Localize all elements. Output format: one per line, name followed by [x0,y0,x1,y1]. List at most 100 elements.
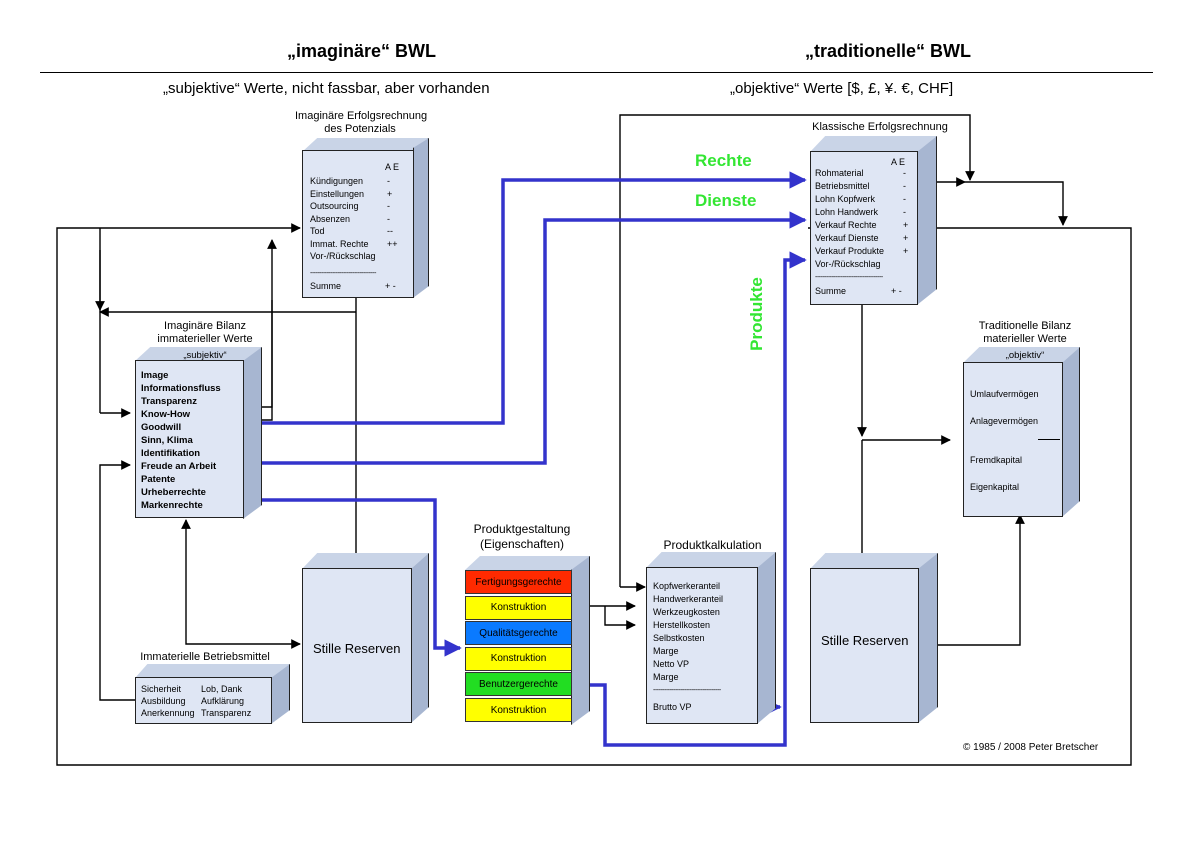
caption-line: Imaginäre Erfolgsrechnung [295,110,428,122]
erfolg-sum-mark: + - [385,281,396,291]
subjektiv-tag: „subjektiv“ [183,350,227,361]
kalk-row: Marge [653,646,679,656]
erfolg-row-mark: - [387,201,390,211]
kalk-row: Handwerkeranteil [653,594,724,604]
bilanz-item: Image [141,370,169,381]
outer-feedback-line [56,227,1132,766]
reserven-left-top [302,553,429,569]
caption-line: immaterieller Werte [157,333,253,345]
caption-imag-bilanz: Imaginäre Bilanz immaterieller Werte [145,320,265,346]
pg-to-kalk-lower [604,606,636,630]
klass-separator: ------------------------------------- [815,274,883,281]
klass-row-mark: - [903,194,906,204]
kalk-row: Kopfwerkeranteil [653,581,721,591]
erfolg-row-mark: - [387,213,390,224]
klass-erfolg-top [810,136,937,152]
kalk-row: Selbstkosten [653,633,705,643]
kalk-row: Netto VP [653,659,690,669]
caption-immat-betrieb: Immaterielle Betriebsmittel [140,651,270,663]
betrieb-item: Aufklärung [201,696,245,706]
erfolg-row-mark: + [387,188,393,199]
pg-top [465,556,590,570]
caption-produktkalkulation: Produktkalkulation [663,538,762,552]
erfolg-row-label: Kündigungen [310,176,364,186]
reserven-right-side [918,553,938,723]
pg-row-2: Konstruktion [465,595,572,620]
trad-bilanz-to-reserven [919,514,1025,650]
klass-to-corner [965,181,1068,226]
klass-row-label: Verkauf Produkte [815,246,885,256]
bilanz-item: Patente [141,474,176,485]
immat-betrieb-top [135,664,290,678]
bilanz-item: Transparenz [141,396,197,407]
trad-bilanz-top [963,347,1080,363]
stille-reserven-right-label: Stille Reserven [821,633,909,648]
erfolg-sum-label: Summe [310,281,342,291]
klass-row-mark: - [903,181,906,191]
bilanz-item: Sinn, Klima [141,435,193,446]
klass-row-mark: + [903,246,909,256]
erfolg-row-label: Absenzen [310,213,351,224]
bilanz-line [1038,439,1060,440]
reserven-left-side [411,553,429,723]
bilanz-item: Freude an Arbeit [141,461,217,472]
copyright-note: © 1985 / 2008 Peter Bretscher [963,742,1099,753]
betrieb-item: Anerkennung [141,708,195,718]
klass-row-label: Lohn Handwerk [815,207,879,217]
betrieb-item: Ausbildung [141,696,186,706]
flow-label-rechte: Rechte [695,151,752,170]
pg-side [571,556,590,725]
bilanz-item: Know-How [141,409,191,420]
klass-loop-top [619,114,975,587]
pg-row-5: Benutzergerechte [465,672,572,697]
klass-sum-label: Summe [815,286,847,296]
imag-bilanz-top [135,347,262,361]
caption-produktgestaltung: Produktgestaltung (Eigenschaften) [462,522,582,552]
imag-bilanz-side [243,347,262,519]
flow-label-produkte: Produkte [746,277,766,351]
erfolg-separator: ------------------------------------ [310,270,376,277]
ae-header: A E [891,157,906,167]
pg-row-4: Konstruktion [465,646,572,671]
klass-row-label: Betriebsmittel [815,181,870,191]
erfolg-row-mark: ++ [387,238,398,249]
heading-imaginaere-bwl: „imaginäre“ BWL [287,41,437,61]
heading-traditionelle-bwl: „traditionelle“ BWL [805,41,971,61]
pg-row-3: Qualitätsgerechte [465,621,572,646]
bilanz-item: Identifikation [141,448,201,459]
imag-erfolg-side [413,138,429,298]
betrieb-to-freude [99,460,135,701]
caption-line: materieller Werte [983,333,1067,345]
kalk-row: Werkzeugkosten [653,607,720,617]
bilanz-item: Markenrechte [141,500,203,511]
klass-erfolg-side [917,136,937,305]
kalk-row: Herstellkosten [653,620,711,630]
imag-erfolg-top [302,138,429,152]
flow-label-dienste: Dienste [695,191,757,210]
erfolg-row-label: Immat. Rechte [310,238,369,249]
klass-row-mark: + [903,220,909,230]
erfolg-row-mark: -- [387,226,393,236]
trad-bilanz-item: Fremdkapital [970,455,1023,465]
erfolg-row-label: Outsourcing [310,201,359,211]
trad-bilanz-item: Anlagevermögen [970,416,1039,426]
caption-imag-erfolgsrechnung: Imaginäre Erfolgsrechnung des Potenzials [295,110,428,136]
klass-row-label: Rohmaterial [815,168,864,178]
kalk-side [757,552,776,724]
klass-row-label: Verkauf Rechte [815,220,877,230]
bilanz-item: Goodwill [141,422,182,433]
kalk-total: Brutto VP [653,702,692,712]
imag-erfolg-front: A E Kündigungen-Einstellungen+Outsourcin… [302,150,414,298]
klass-row-label: Verkauf Dienste [815,233,879,243]
pg-row-6: Konstruktion [465,698,572,722]
trad-bilanz-side [1062,347,1080,517]
betrieb-item: Sicherheit [141,684,182,694]
stille-reserven-left-label: Stille Reserven [313,641,401,656]
kalk-top [646,552,776,568]
kalk-separator: ------------------------------------- [653,687,721,694]
trad-bilanz-item: Umlaufvermögen [970,389,1039,399]
caption-line: Imaginäre Bilanz [164,320,246,332]
